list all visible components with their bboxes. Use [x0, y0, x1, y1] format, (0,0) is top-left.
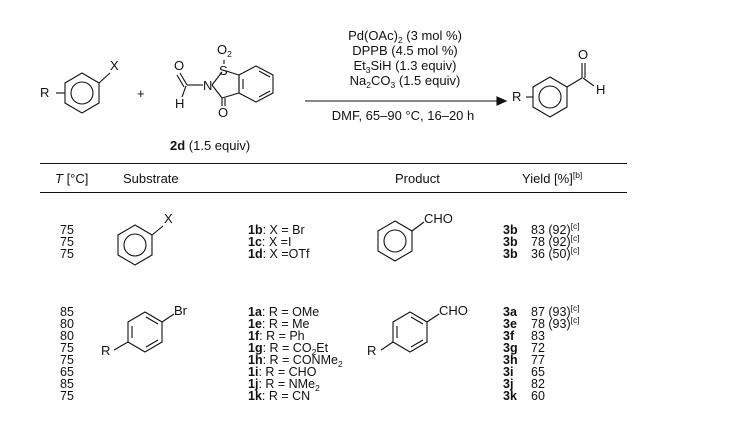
temp-value: 75	[60, 353, 74, 367]
yield-value: 83	[531, 329, 545, 343]
plus-sign: +	[137, 86, 145, 101]
yield-value: 82	[531, 377, 545, 391]
yield-value: 65	[531, 365, 545, 379]
group2-temperatures: 85 80 80 75 75 65 85 75	[60, 305, 74, 403]
entry-row: 1b: X = Br	[248, 223, 305, 237]
reagent-s: S	[219, 63, 228, 78]
entry-row: 1k: R = CN	[248, 389, 311, 403]
product-id: 3b	[503, 223, 518, 237]
group1-products: 3b 3b 3b	[503, 223, 518, 261]
yield-value: 78 (93)[c]	[531, 315, 580, 331]
group2-entries: 1a: R = OMe 1e: R = Me 1f: R = Ph 1g: R …	[248, 305, 343, 403]
temp-value: 65	[60, 365, 74, 379]
product-id: 3b	[503, 247, 518, 261]
product-h-label: H	[596, 82, 606, 97]
temp-value: 85	[60, 377, 74, 391]
header-yield: Yield [%][b]	[522, 170, 583, 186]
reagent-label-equiv: (1.5 equiv)	[185, 138, 251, 153]
group1-temperatures: 75 75 75	[60, 223, 74, 261]
header-substrate: Substrate	[123, 171, 179, 186]
yield-value: 77	[531, 353, 545, 367]
group2-products: 3a 3e 3f 3g 3h 3i 3j 3k	[503, 305, 518, 403]
group2-yields: 87 (93)[c] 78 (93)[c] 83 72 77 65 82 60	[531, 303, 580, 403]
product-id: 3e	[503, 317, 517, 331]
product-id: 3g	[503, 341, 518, 355]
temp-value: 75	[60, 235, 74, 249]
group1-product-cho: CHO	[424, 211, 453, 226]
group2-product-cho: CHO	[439, 303, 468, 318]
header-temperature: T [°C]	[55, 171, 89, 186]
yield-value: 87 (93)[c]	[531, 303, 580, 319]
reagent-o2: O2	[217, 42, 232, 59]
reagent-h: H	[175, 96, 185, 111]
product-id: 3k	[503, 389, 517, 403]
group1-yields: 83 (92)[c] 78 (92)[c] 36 (50)[c]	[531, 221, 580, 261]
product-id: 3i	[503, 365, 514, 379]
yield-value: 72	[531, 341, 545, 355]
table-header-rule	[40, 192, 627, 193]
yield-value: 83 (92)[c]	[531, 221, 580, 237]
entry-row: 1j: R = NMe2	[248, 377, 320, 393]
condition-silane: Et3SiH (1.3 equiv)	[353, 58, 457, 75]
condition-pd: Pd(OAc)2 (3 mol %)	[348, 28, 462, 45]
group2-substrate-r: R	[101, 343, 111, 358]
product-id: 3f	[503, 329, 515, 343]
conditions-above: Pd(OAc)2 (3 mol %) DPPB (4.5 mol %) Et3S…	[305, 28, 505, 90]
reagent-n: N	[203, 78, 213, 93]
temp-value: 75	[60, 389, 74, 403]
group1-substrate-x: X	[164, 211, 173, 226]
entry-row: 1h: R = CONMe2	[248, 353, 343, 369]
condition-dppb: DPPB (4.5 mol %)	[352, 43, 458, 58]
temp-value: 80	[60, 317, 74, 331]
entry-row: 1e: R = Me	[248, 317, 310, 331]
reagent-label: 2d (1.5 equiv)	[170, 138, 250, 153]
reagent-label-id: 2d	[170, 138, 186, 153]
yield-value: 78 (92)[c]	[531, 233, 580, 249]
temp-value: 75	[60, 223, 74, 237]
yield-value: 36 (50)[c]	[531, 245, 580, 261]
product-id: 3b	[503, 235, 518, 249]
temp-value: 85	[60, 305, 74, 319]
temp-value: 75	[60, 341, 74, 355]
product-o-label: O	[578, 47, 589, 62]
reactant-r-label: R	[40, 85, 50, 100]
group2-substrate-br: Br	[174, 303, 187, 318]
header-product: Product	[395, 171, 440, 186]
group1-entries: 1b: X = Br 1c: X =I 1d: X =OTf	[248, 223, 310, 261]
reagent-o-top: O	[174, 58, 185, 73]
temp-value: 75	[60, 247, 74, 261]
entry-row: 1g: R = CO2Et	[248, 341, 329, 357]
temp-value: 80	[60, 329, 74, 343]
product-id: 3a	[503, 305, 517, 319]
entry-row: 1a: R = OMe	[248, 305, 320, 319]
entry-row: 1f: R = Ph	[248, 329, 305, 343]
reactant-x-label: X	[110, 58, 119, 73]
table-top-rule	[40, 163, 627, 164]
product-id: 3j	[503, 377, 514, 391]
product-id: 3h	[503, 353, 518, 367]
entry-row: 1i: R = CHO	[248, 365, 317, 379]
condition-base: Na2CO3 (1.5 equiv)	[349, 73, 461, 90]
product-r-label: R	[512, 89, 522, 104]
yield-value: 60	[531, 389, 545, 403]
group2-product-r: R	[367, 343, 377, 358]
entry-row: 1c: X =I	[248, 235, 292, 249]
reagent-o-bottom: O	[218, 105, 229, 120]
conditions-below: DMF, 65–90 °C, 16–20 h	[331, 108, 475, 123]
entry-row: 1d: X =OTf	[248, 247, 310, 261]
